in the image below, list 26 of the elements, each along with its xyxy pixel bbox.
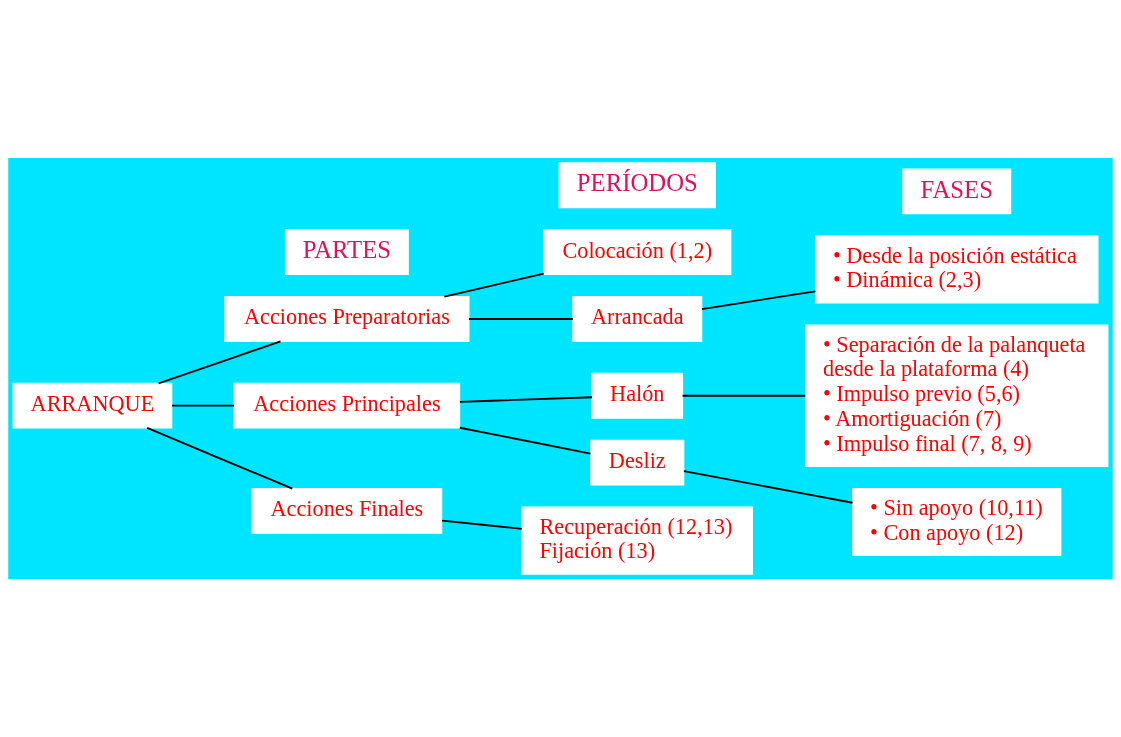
node-box: ARRANQUE — [12, 382, 173, 429]
node-box: • Desde la posición estática • Dinámica (2,3) — [814, 235, 1099, 304]
connector — [683, 470, 854, 504]
node-box: PARTES — [285, 229, 409, 275]
connector — [443, 272, 545, 298]
node-box: • Separación de la palanqueta desde la plataforma (4) • Impulso previo (5,6) • Amortiguación (7) • Impulso final (7, 8, 9) — [805, 324, 1109, 467]
connector — [171, 404, 235, 407]
node-box: PERÍODOS — [558, 162, 716, 209]
node-box: Acciones Preparatorias — [224, 296, 470, 342]
connector — [681, 394, 807, 397]
node-box: Acciones Finales — [251, 488, 443, 534]
node-box: Halón — [591, 372, 684, 419]
node-box: FASES — [902, 168, 1012, 215]
connector — [468, 318, 574, 320]
node-box: Desliz — [590, 439, 685, 486]
connector — [157, 340, 282, 385]
node-box: Colocación (1,2) — [543, 229, 732, 275]
connector — [441, 519, 523, 530]
node-box: Arrancada — [572, 296, 703, 342]
connector — [458, 396, 593, 403]
connector — [458, 426, 592, 455]
node-box: Recuperación (12,13) Fijación (13) — [521, 506, 754, 575]
node-box: Acciones Principales — [233, 382, 461, 429]
connector — [700, 290, 817, 310]
connector — [146, 427, 294, 490]
node-box: • Sin apoyo (10,11) • Con apoyo (12) — [852, 488, 1062, 557]
